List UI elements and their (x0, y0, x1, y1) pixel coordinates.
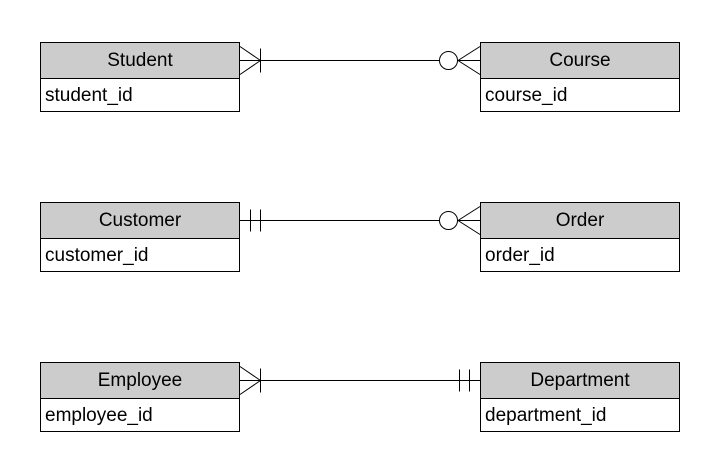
entity-course-attribute: course_id (481, 79, 679, 111)
entity-order: Order order_id (480, 202, 680, 272)
entity-order-attribute: order_id (481, 239, 679, 271)
entity-employee: Employee employee_id (40, 362, 240, 432)
entity-student-title: Student (41, 43, 239, 79)
one-or-many-icon (239, 46, 261, 75)
exactly-one-icon (459, 369, 470, 392)
entity-student: Student student_id (40, 42, 240, 112)
entity-course-title: Course (481, 43, 679, 79)
one-or-many-icon (239, 366, 261, 395)
entity-customer-title: Customer (41, 203, 239, 239)
entity-department: Department department_id (480, 362, 680, 432)
connector-student-course (239, 46, 481, 75)
entity-department-attribute: department_id (481, 399, 679, 431)
connector-customer-order (240, 206, 481, 235)
entity-customer-attribute: customer_id (41, 239, 239, 271)
entity-course: Course course_id (480, 42, 680, 112)
entity-order-title: Order (481, 203, 679, 239)
entity-customer: Customer customer_id (40, 202, 240, 272)
zero-or-many-icon (439, 206, 481, 235)
exactly-one-icon (250, 209, 261, 232)
entity-employee-title: Employee (41, 363, 239, 399)
entity-employee-attribute: employee_id (41, 399, 239, 431)
connector-employee-department (239, 366, 480, 395)
entity-student-attribute: student_id (41, 79, 239, 111)
zero-or-many-icon (439, 46, 481, 75)
entity-department-title: Department (481, 363, 679, 399)
